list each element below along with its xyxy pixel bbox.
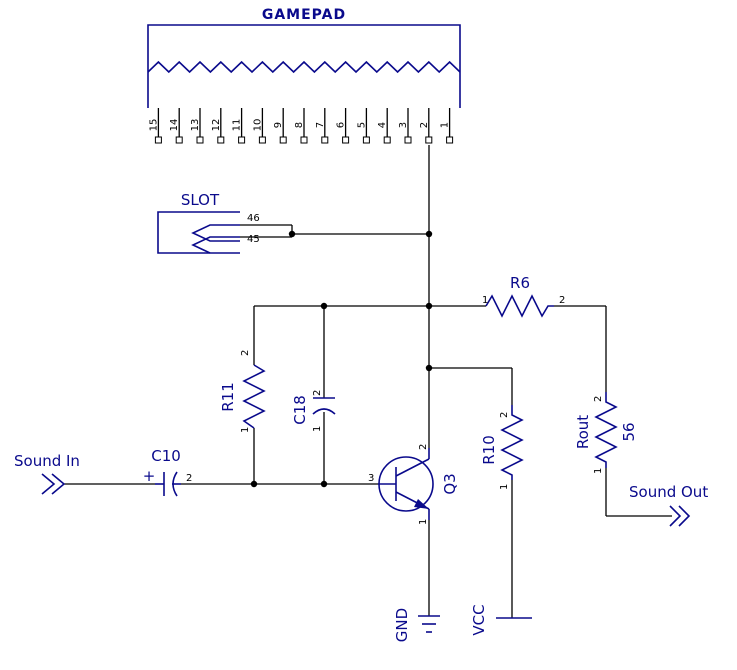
slot-pin46-label: 46 (247, 213, 260, 224)
gamepad-pin-label: 14 (169, 119, 180, 132)
capacitor-c10: C10 + 2 (143, 447, 192, 497)
capacitor-c18: C18 2 1 (291, 390, 336, 432)
r11-pin2: 2 (240, 350, 251, 356)
c18-label: C18 (291, 395, 309, 425)
q3-pin3: 3 (368, 473, 374, 484)
gamepad-pin-label: 12 (211, 119, 222, 132)
r10-label: R10 (480, 435, 498, 465)
gamepad-pin-label: 2 (419, 122, 430, 128)
gamepad-pin-label: 3 (398, 122, 409, 128)
sound-out-label: Sound Out (629, 483, 708, 501)
r10-zigzag (500, 405, 524, 480)
gamepad-pin-terminal (342, 136, 350, 144)
junction-dot (288, 230, 296, 238)
r10-pin1: 1 (499, 484, 510, 490)
transistor-q3: Q3 3 2 1 (368, 444, 459, 525)
gamepad-pin-terminal (425, 136, 433, 144)
slot-contacts (191, 224, 240, 254)
gamepad-pin-label: 5 (356, 122, 367, 128)
q3-collector (395, 458, 430, 477)
gamepad-pin-label: 15 (148, 119, 159, 132)
sound-out-port: Sound Out (629, 483, 708, 527)
gamepad-pin-terminal (217, 136, 225, 144)
r6-pin2: 2 (559, 295, 565, 306)
sound-in-port: Sound In (14, 452, 80, 495)
q3-emitter-arrow (414, 499, 429, 509)
gamepad-pin-label: 10 (252, 119, 263, 132)
junction-dot (320, 480, 328, 488)
gamepad-pin-terminal (446, 136, 454, 144)
c18-pin1: 1 (312, 426, 323, 432)
r11-pin1: 1 (240, 427, 251, 433)
vcc-label: VCC (470, 604, 488, 635)
gnd-label: GND (393, 608, 411, 642)
ground-symbol: GND (393, 608, 440, 642)
resistor-r10: R10 2 1 (480, 405, 524, 490)
c10-label: C10 (151, 447, 181, 465)
gamepad-body (147, 24, 461, 108)
gamepad-pin-terminal (279, 136, 287, 144)
gamepad-pin-label: 6 (336, 122, 347, 128)
gamepad-connector: GAMEPAD 15 14 13 12 11 10 9 8 7 6 5 4 3 2 1 (147, 7, 461, 144)
sound-in-arrow-icon (41, 473, 66, 495)
r6-zigzag (485, 294, 554, 318)
rout-zigzag (594, 392, 618, 468)
gamepad-pin-terminal (196, 136, 204, 144)
junction-dot (425, 230, 433, 238)
rout-pin1: 1 (593, 468, 604, 474)
q3-label: Q3 (441, 473, 459, 494)
gamepad-pin-terminal (300, 136, 308, 144)
gamepad-pin-label: 1 (440, 122, 451, 128)
gamepad-pin-label: 11 (232, 119, 243, 132)
gamepad-contacts (147, 60, 461, 74)
gamepad-pin-terminal (321, 136, 329, 144)
gamepad-pin-label: 7 (315, 122, 326, 128)
q3-pin1: 1 (418, 519, 429, 525)
resistor-rout: Rout 56 2 1 (574, 392, 638, 474)
gamepad-pin-label: 8 (294, 122, 305, 128)
r10-pin2: 2 (499, 412, 510, 418)
slot-pin45-label: 45 (247, 234, 260, 245)
r11-label: R11 (219, 382, 237, 412)
vcc-symbol: VCC (470, 604, 532, 636)
rout-pin2: 2 (593, 396, 604, 402)
gamepad-pin-terminal (175, 136, 183, 144)
gamepad-pin-terminal (383, 136, 391, 144)
junction-dot (250, 480, 258, 488)
sound-in-label: Sound In (14, 452, 80, 470)
c18-plate-bottom (312, 408, 336, 415)
junction-dot (425, 364, 433, 372)
slot-body (157, 211, 240, 254)
gamepad-pin-label: 4 (377, 122, 388, 128)
gamepad-pin-terminal (154, 136, 162, 144)
c10-polarity: + (143, 467, 156, 485)
gamepad-pin-label: 9 (273, 122, 284, 128)
q3-pin2: 2 (418, 444, 429, 450)
gamepad-pin-label: 13 (190, 119, 201, 132)
slot-label: SLOT (181, 191, 220, 209)
c18-pin2: 2 (312, 390, 323, 396)
junction-dot (320, 302, 328, 310)
gamepad-pin-terminal (404, 136, 412, 144)
gamepad-pin-terminal (238, 136, 246, 144)
r11-zigzag (242, 364, 266, 429)
sound-out-arrow-icon (669, 505, 691, 527)
rout-value: 56 (620, 422, 638, 441)
r6-label: R6 (510, 274, 530, 292)
r6-pin1: 1 (482, 295, 488, 306)
gamepad-pins: 15 14 13 12 11 10 9 8 7 6 5 4 3 2 1 (148, 108, 454, 144)
slot-connector: SLOT 46 45 (157, 191, 293, 254)
wires (64, 145, 672, 618)
gamepad-label: GAMEPAD (262, 7, 346, 23)
c10-pin2: 2 (186, 473, 192, 484)
resistor-r11: R11 2 1 (219, 350, 266, 433)
gamepad-pin-terminal (362, 136, 370, 144)
junctions (250, 230, 433, 488)
resistor-r6: R6 1 2 (482, 274, 565, 318)
rout-label: Rout (574, 415, 592, 449)
junction-dot (425, 302, 433, 310)
gamepad-pin-terminal (258, 136, 266, 144)
